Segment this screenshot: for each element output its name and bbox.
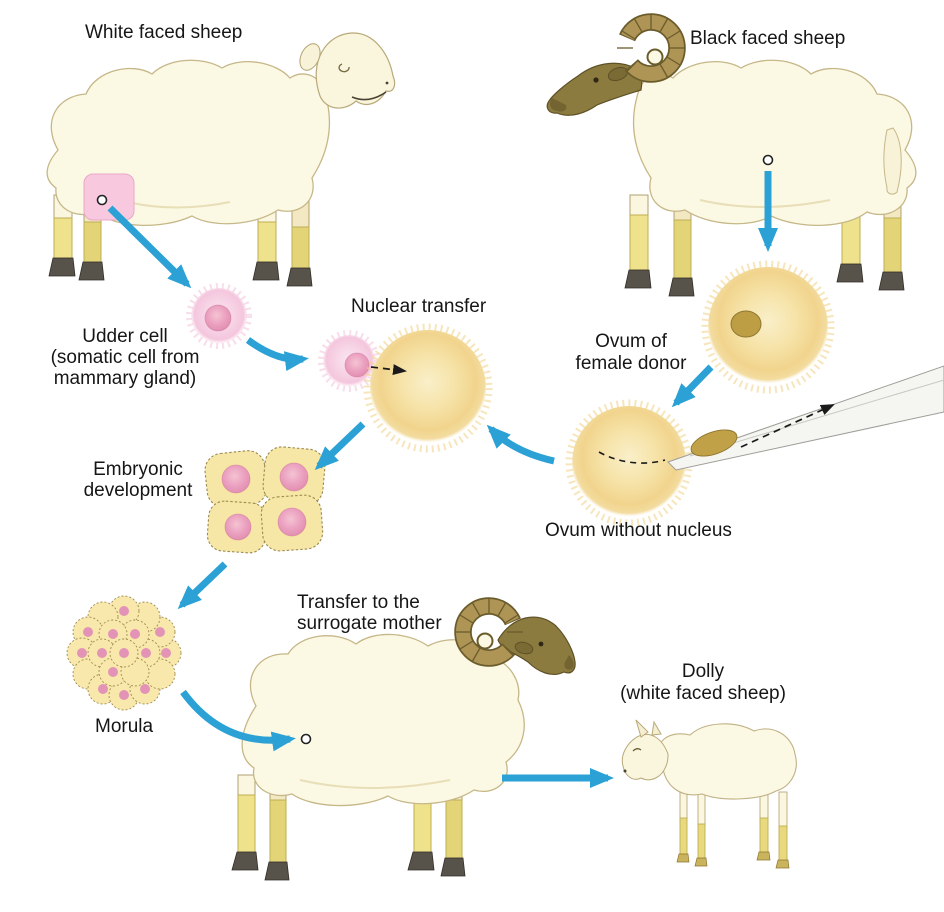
label-embryonic-development: Embryonic development bbox=[84, 459, 193, 501]
arrow-enucleated-to-recipient bbox=[486, 424, 555, 465]
black-sheep-eye bbox=[593, 77, 599, 83]
label-morula: Morula bbox=[95, 716, 154, 737]
black-faced-sheep-illustration bbox=[546, 14, 917, 297]
label-transfer-surrogate: Transfer to the surrogate mother bbox=[297, 592, 442, 634]
arrow-morula-to-surrogate bbox=[180, 689, 296, 752]
label-ovum-donor-line1: Ovum of bbox=[595, 331, 667, 352]
label-udder-cell-line2: (somatic cell from bbox=[50, 347, 200, 368]
surrogate-ear bbox=[514, 641, 534, 655]
dolly-ear-2 bbox=[651, 720, 662, 736]
arrow-ovum-to-embryo bbox=[314, 421, 366, 471]
surrogate-eye bbox=[538, 641, 544, 647]
arrow-udder-to-cell bbox=[107, 205, 192, 289]
black-sheep-legs bbox=[624, 194, 905, 297]
injection-point-marker-blacksheep bbox=[762, 154, 774, 166]
surrogate-head bbox=[497, 616, 576, 675]
black-sheep-body bbox=[633, 59, 917, 227]
label-dolly: Dolly (white faced sheep) bbox=[620, 661, 786, 705]
nucleus-extraction-dashed-path bbox=[598, 451, 666, 464]
white-sheep-head bbox=[315, 32, 396, 109]
dolly-eye bbox=[632, 748, 642, 752]
udder-cell bbox=[186, 283, 252, 349]
udder-cell-nucleus bbox=[204, 304, 232, 332]
arrow-embryo-to-morula bbox=[177, 561, 228, 610]
label-ovum-donor-line2: female donor bbox=[575, 353, 687, 374]
label-black-faced-sheep: Black faced sheep bbox=[690, 28, 846, 49]
surrogate-body bbox=[241, 633, 525, 807]
morula-cluster bbox=[66, 595, 182, 711]
recipient-ovum bbox=[370, 330, 486, 446]
udder-patch bbox=[83, 173, 135, 221]
surrogate-sheep-illustration bbox=[231, 598, 576, 881]
white-sheep-eye bbox=[338, 63, 350, 73]
arrow-donor-ovum-to-enucleated bbox=[671, 364, 714, 408]
surrogate-legs bbox=[231, 769, 466, 881]
pipette bbox=[598, 365, 944, 471]
label-ovum-without-nucleus: Ovum without nucleus bbox=[545, 520, 732, 541]
white-sheep-mouth bbox=[351, 91, 387, 101]
label-udder-cell-line1: Udder cell bbox=[82, 326, 168, 347]
nuclear-transfer-dashed-arrow bbox=[370, 364, 407, 376]
arrow-cell-to-nuclear-transfer bbox=[245, 337, 309, 372]
donor-ovum bbox=[701, 260, 835, 394]
label-white-faced-sheep: White faced sheep bbox=[85, 22, 243, 43]
dolly-body bbox=[658, 723, 797, 800]
donor-ovum-nucleus bbox=[730, 310, 762, 338]
white-faced-sheep-illustration bbox=[46, 32, 396, 287]
dolly-head bbox=[621, 733, 669, 781]
label-transfer-line2: surrogate mother bbox=[297, 613, 442, 634]
four-cell-embryo bbox=[204, 446, 326, 554]
label-nuclear-transfer: Nuclear transfer bbox=[351, 296, 487, 317]
label-transfer-line1: Transfer to the bbox=[297, 592, 420, 613]
label-udder-cell-line3: mammary gland) bbox=[53, 368, 197, 389]
dolly-lamb-illustration bbox=[621, 719, 797, 869]
black-sheep-tail bbox=[883, 127, 902, 195]
label-embryonic-line1: Embryonic bbox=[93, 459, 183, 480]
black-sheep-horn bbox=[617, 14, 685, 78]
label-ovum-donor: Ovum of female donor bbox=[576, 331, 687, 375]
dolly-legs bbox=[676, 787, 790, 869]
nuclear-transfer-group bbox=[318, 323, 493, 453]
label-embryonic-line2: development bbox=[83, 480, 193, 501]
dolly-ear bbox=[635, 719, 649, 738]
injection-point-marker-udder bbox=[96, 194, 108, 206]
extracted-nucleus bbox=[690, 429, 738, 457]
label-dolly-line2: (white faced sheep) bbox=[620, 683, 786, 704]
label-udder-cell: Udder cell (somatic cell from mammary gl… bbox=[51, 326, 200, 389]
donor-cell-nucleus bbox=[344, 352, 370, 378]
white-sheep-ear bbox=[299, 43, 321, 71]
white-sheep-legs bbox=[48, 194, 313, 287]
nucleus-extraction-dashed-arrow bbox=[740, 404, 835, 448]
injection-point-marker-surrogate bbox=[300, 733, 312, 745]
label-dolly-line1: Dolly bbox=[681, 661, 725, 682]
